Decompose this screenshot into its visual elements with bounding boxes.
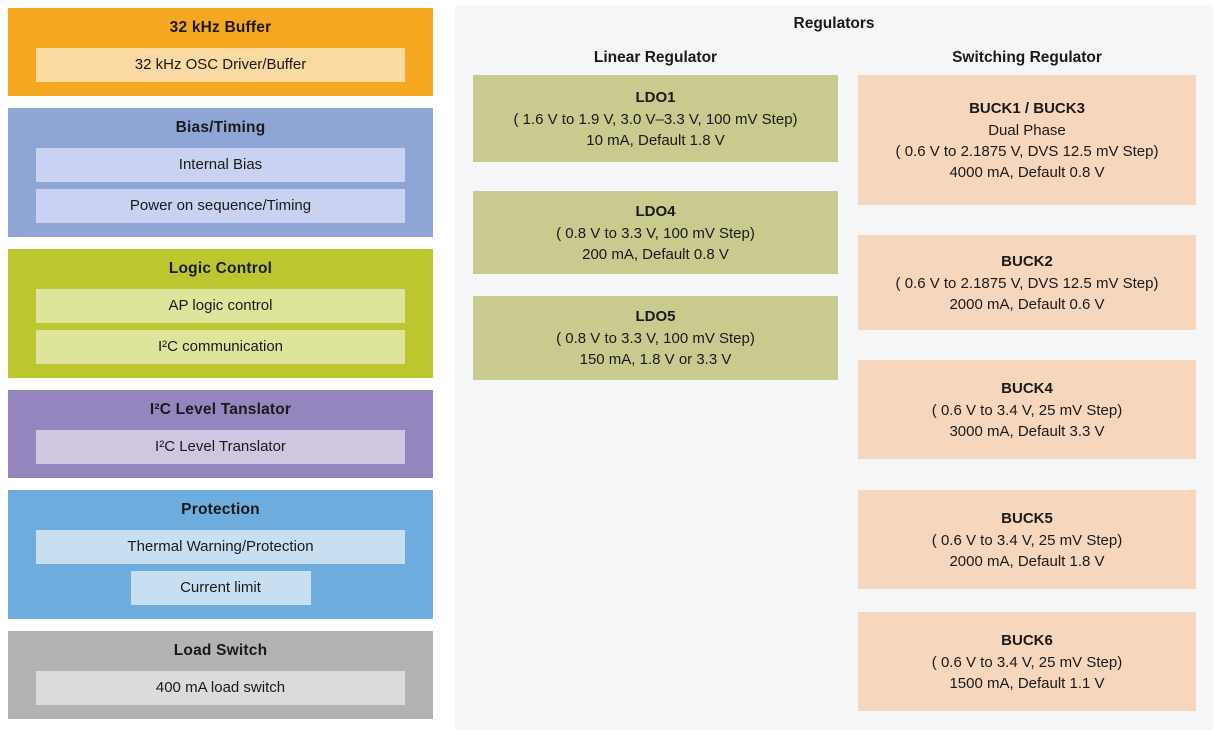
- regulator-spec-current: 1500 mA, Default 1.1 V: [949, 674, 1105, 692]
- block-title: 32 kHz Buffer: [169, 19, 272, 36]
- switching-regulator-column: Switching Regulator BUCK1 / BUCK3 Dual P…: [858, 47, 1196, 711]
- regulator-columns: Linear Regulator LDO1 ( 1.6 V to 1.9 V, …: [455, 47, 1213, 711]
- regulator-buck2: BUCK2 ( 0.6 V to 2.1875 V, DVS 12.5 mV S…: [858, 235, 1196, 330]
- regulator-name: LDO4: [635, 202, 676, 220]
- regulator-spec-range: ( 0.6 V to 3.4 V, 25 mV Step): [931, 653, 1123, 671]
- regulator-name: BUCK4: [1001, 379, 1053, 397]
- block-title: Load Switch: [173, 642, 268, 659]
- block-i2c-level-translator: I²C Level Tanslator I²C Level Translator: [8, 390, 433, 478]
- regulator-spec-range: ( 0.8 V to 3.3 V, 100 mV Step): [556, 224, 755, 242]
- regulator-spec-range: ( 1.6 V to 1.9 V, 3.0 V–3.3 V, 100 mV St…: [513, 110, 798, 128]
- block-32khz-buffer: 32 kHz Buffer 32 kHz OSC Driver/Buffer: [8, 8, 433, 96]
- block-bias-timing: Bias/Timing Internal Bias Power on seque…: [8, 108, 433, 237]
- block-logic-control: Logic Control AP logic control I²C commu…: [8, 249, 433, 378]
- regulator-buck5: BUCK5 ( 0.6 V to 3.4 V, 25 mV Step) 2000…: [858, 490, 1196, 589]
- item-32khz-osc-driver-buffer: 32 kHz OSC Driver/Buffer: [36, 48, 405, 82]
- regulator-spec-current: 200 mA, Default 0.8 V: [582, 245, 729, 263]
- block-title: Bias/Timing: [175, 119, 266, 136]
- regulator-spec-current: 4000 mA, Default 0.8 V: [949, 163, 1105, 181]
- regulator-buck6: BUCK6 ( 0.6 V to 3.4 V, 25 mV Step) 1500…: [858, 612, 1196, 711]
- block-title: I²C Level Tanslator: [149, 401, 292, 418]
- regulator-name: LDO1: [635, 88, 676, 106]
- item-ap-logic-control: AP logic control: [36, 289, 405, 323]
- regulator-ldo1: LDO1 ( 1.6 V to 1.9 V, 3.0 V–3.3 V, 100 …: [473, 75, 838, 162]
- block-title: Logic Control: [168, 260, 273, 277]
- regulators-title: Regulators: [793, 15, 875, 32]
- regulator-spec-current: 10 mA, Default 1.8 V: [586, 131, 725, 149]
- block-title: Protection: [181, 501, 260, 518]
- switching-regulator-header: Switching Regulator: [952, 49, 1102, 66]
- regulator-spec-range: ( 0.6 V to 3.4 V, 25 mV Step): [931, 401, 1123, 419]
- regulator-name: BUCK6: [1001, 631, 1053, 649]
- regulator-ldo5: LDO5 ( 0.8 V to 3.3 V, 100 mV Step) 150 …: [473, 296, 838, 380]
- block-protection: Protection Thermal Warning/Protection Cu…: [8, 490, 433, 619]
- item-i2c-level-translator: I²C Level Translator: [36, 430, 405, 464]
- block-load-switch: Load Switch 400 mA load switch: [8, 631, 433, 719]
- regulator-spec-range: ( 0.8 V to 3.3 V, 100 mV Step): [556, 330, 755, 347]
- function-blocks-column: 32 kHz Buffer 32 kHz OSC Driver/Buffer B…: [8, 8, 433, 731]
- regulator-buck1-buck3: BUCK1 / BUCK3 Dual Phase ( 0.6 V to 2.18…: [858, 75, 1196, 205]
- regulator-spec-current: 150 mA, 1.8 V or 3.3 V: [579, 351, 732, 368]
- regulator-spec-range: ( 0.6 V to 2.1875 V, DVS 12.5 mV Step): [895, 142, 1159, 160]
- regulator-spec-range: ( 0.6 V to 2.1875 V, DVS 12.5 mV Step): [895, 274, 1159, 292]
- regulators-panel: Regulators Linear Regulator LDO1 ( 1.6 V…: [455, 5, 1213, 730]
- item-power-on-sequence-timing: Power on sequence/Timing: [36, 189, 405, 223]
- regulator-buck4: BUCK4 ( 0.6 V to 3.4 V, 25 mV Step) 3000…: [858, 360, 1196, 459]
- item-current-limit: Current limit: [130, 571, 311, 605]
- regulator-name: BUCK2: [1001, 252, 1053, 270]
- item-i2c-communication: I²C communication: [36, 330, 405, 364]
- regulator-spec-phase: Dual Phase: [988, 121, 1066, 139]
- linear-regulator-header: Linear Regulator: [593, 49, 718, 66]
- regulator-spec-current: 2000 mA, Default 0.6 V: [949, 295, 1105, 313]
- item-internal-bias: Internal Bias: [36, 148, 405, 182]
- regulator-name: BUCK1 / BUCK3: [969, 99, 1085, 117]
- item-400ma-load-switch: 400 mA load switch: [36, 671, 405, 705]
- regulator-name: BUCK5: [1001, 509, 1053, 527]
- regulator-ldo4: LDO4 ( 0.8 V to 3.3 V, 100 mV Step) 200 …: [473, 191, 838, 274]
- regulator-spec-range: ( 0.6 V to 3.4 V, 25 mV Step): [931, 531, 1123, 549]
- regulator-spec-current: 3000 mA, Default 3.3 V: [949, 422, 1105, 440]
- item-thermal-warning-protection: Thermal Warning/Protection: [36, 530, 405, 564]
- regulator-name: LDO5: [635, 308, 676, 325]
- regulator-spec-current: 2000 mA, Default 1.8 V: [949, 552, 1105, 570]
- linear-regulator-column: Linear Regulator LDO1 ( 1.6 V to 1.9 V, …: [473, 47, 838, 711]
